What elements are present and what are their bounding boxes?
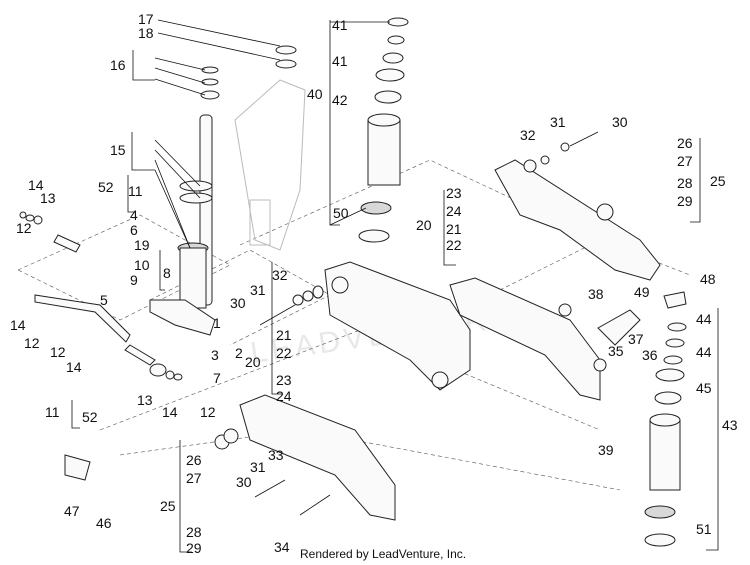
- label-20: 20: [245, 354, 261, 370]
- label-32: 32: [272, 267, 288, 283]
- label-23: 23: [276, 372, 292, 388]
- label-25: 25: [710, 173, 726, 189]
- label-18: 18: [138, 25, 154, 41]
- label-10: 10: [134, 257, 150, 273]
- label-1: 1: [213, 315, 221, 331]
- bushing-stack-upper: [358, 17, 409, 243]
- frame-bracket: [234, 79, 306, 251]
- label-5: 5: [100, 292, 108, 308]
- label-3: 3: [211, 347, 219, 363]
- label-28b: 28: [186, 524, 202, 540]
- label-45: 45: [696, 380, 712, 396]
- footer-credit: Rendered by LeadVenture, Inc.: [300, 547, 466, 561]
- label-15: 15: [110, 142, 126, 158]
- label-27b: 27: [186, 470, 202, 486]
- label-40: 40: [307, 86, 323, 102]
- label-31c: 31: [250, 459, 266, 475]
- label-16: 16: [110, 57, 126, 73]
- label-41b: 41: [332, 53, 348, 69]
- steering-column-assembly: [149, 45, 297, 336]
- label-42: 42: [332, 92, 348, 108]
- label-43: 43: [722, 417, 738, 433]
- tie-rod-left: [19, 211, 183, 481]
- label-30: 30: [230, 295, 246, 311]
- label-50: 50: [333, 205, 349, 221]
- label-4: 4: [130, 207, 138, 223]
- label-44b: 44: [696, 344, 712, 360]
- label-6: 6: [130, 222, 138, 238]
- label-11b: 11: [45, 404, 60, 420]
- label-22: 22: [276, 345, 292, 361]
- label-49: 49: [634, 284, 650, 300]
- label-52b: 52: [82, 409, 98, 425]
- label-37: 37: [628, 331, 644, 347]
- label-14: 14: [28, 177, 44, 193]
- label-39: 39: [598, 442, 614, 458]
- label-32b: 32: [520, 127, 536, 143]
- label-52: 52: [98, 179, 114, 195]
- label-38: 38: [588, 286, 604, 302]
- label-9: 9: [130, 272, 138, 288]
- label-51: 51: [696, 521, 712, 537]
- label-48: 48: [700, 271, 716, 287]
- label-13b: 13: [137, 392, 153, 408]
- swing-arm-middle: [259, 261, 471, 391]
- label-26: 26: [677, 135, 693, 151]
- label-25b: 25: [160, 498, 176, 514]
- label-12c: 12: [50, 344, 66, 360]
- label-12: 12: [16, 220, 32, 236]
- label-2: 2: [235, 345, 243, 361]
- label-29b: 29: [186, 540, 202, 556]
- label-33: 33: [268, 447, 284, 463]
- label-24: 24: [276, 388, 292, 404]
- label-27: 27: [677, 153, 693, 169]
- label-14b: 14: [10, 317, 26, 333]
- swing-arm-right: [449, 277, 607, 401]
- label-47: 47: [64, 503, 80, 519]
- label-29: 29: [677, 193, 693, 209]
- label-24b: 24: [446, 203, 462, 219]
- label-11: 11: [128, 183, 143, 199]
- label-31b: 31: [550, 114, 566, 130]
- label-31: 31: [250, 282, 266, 298]
- label-36: 36: [642, 347, 658, 363]
- label-30b: 30: [612, 114, 628, 130]
- label-34: 34: [274, 539, 290, 555]
- label-14c: 14: [66, 359, 82, 375]
- arm-upper-right: [494, 131, 661, 281]
- label-44: 44: [696, 311, 712, 327]
- label-28: 28: [677, 175, 693, 191]
- label-12d: 12: [200, 404, 216, 420]
- label-7: 7: [213, 370, 221, 386]
- label-12b: 12: [24, 335, 40, 351]
- leader-lines: [71, 19, 719, 553]
- label-23b: 23: [446, 185, 462, 201]
- label-19: 19: [134, 237, 150, 253]
- label-21b: 21: [446, 221, 462, 237]
- label-21: 21: [276, 327, 292, 343]
- label-13: 13: [40, 190, 56, 206]
- label-22b: 22: [446, 237, 462, 253]
- label-35: 35: [608, 343, 624, 359]
- bushing-stack-lower-right: [597, 291, 687, 547]
- part-labels: 17 18 16 15 14 13 52 11 12 4 6 19 10 9 8…: [10, 11, 738, 556]
- label-46: 46: [96, 515, 112, 531]
- label-20b: 20: [416, 217, 432, 233]
- label-14d: 14: [162, 404, 178, 420]
- label-17: 17: [138, 11, 154, 27]
- arm-lower-left: [214, 394, 396, 521]
- label-26b: 26: [186, 452, 202, 468]
- label-41: 41: [332, 17, 348, 33]
- label-8: 8: [163, 265, 171, 281]
- label-30c: 30: [236, 474, 252, 490]
